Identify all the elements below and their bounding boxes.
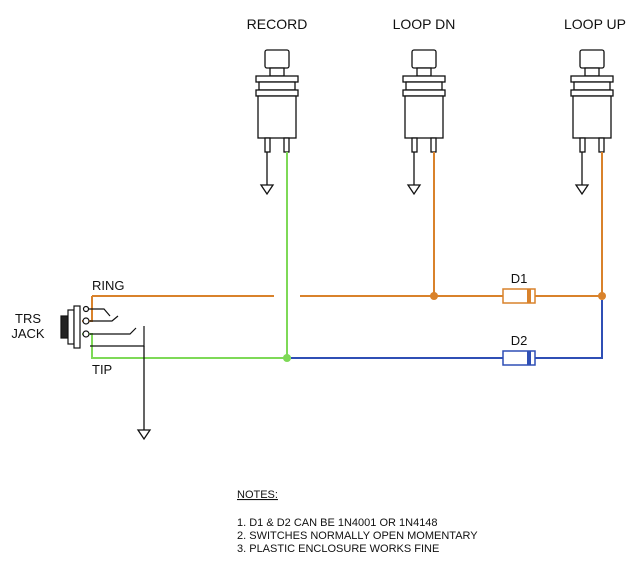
note-item: 3. PLASTIC ENCLOSURE WORKS FINE [237, 543, 439, 555]
switch-record [255, 49, 299, 196]
jack-label-trs: TRS [15, 311, 41, 326]
ring-wire [82, 152, 603, 322]
notes-heading: NOTES: [237, 489, 278, 501]
junction-record [283, 354, 291, 362]
note-item: 1. D1 & D2 CAN BE 1N4001 OR 1N4148 [237, 517, 438, 529]
jack-ground [136, 346, 152, 441]
junction-loop-up [598, 292, 606, 300]
switch-label-loop-dn: LOOP DN [393, 16, 456, 32]
switch-loop-up [570, 49, 614, 196]
switch-label-record: RECORD [247, 16, 308, 32]
switch-loop-dn [402, 49, 446, 196]
diode-label-d2: D2 [511, 333, 528, 348]
diode-label-d1: D1 [511, 271, 528, 286]
diode2-wire [291, 300, 603, 359]
switch-label-loop-up: LOOP UP [564, 16, 626, 32]
note-item: 2. SWITCHES NORMALLY OPEN MOMENTARY [237, 530, 478, 542]
diode-d1 [502, 288, 536, 304]
trs-jack [60, 305, 145, 349]
ring-label: RING [92, 278, 125, 293]
diode-d2 [502, 350, 536, 366]
junction-loop-dn [430, 292, 438, 300]
tip-wire [82, 152, 288, 359]
jack-label-jack: JACK [11, 326, 45, 341]
tip-label: TIP [92, 362, 112, 377]
